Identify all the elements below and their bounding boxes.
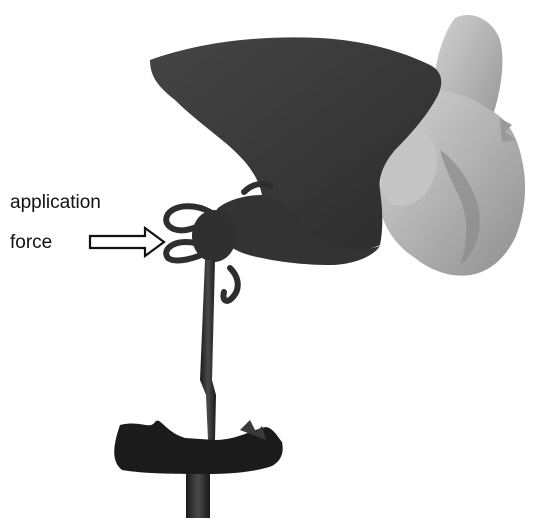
application-point — [192, 210, 236, 262]
hook-side — [223, 268, 237, 301]
label-application: application — [10, 192, 101, 214]
label-force: force — [10, 232, 52, 254]
manubrium-rod — [200, 260, 216, 440]
stapes-footplate — [114, 421, 282, 474]
application-force-arrow — [90, 228, 164, 256]
